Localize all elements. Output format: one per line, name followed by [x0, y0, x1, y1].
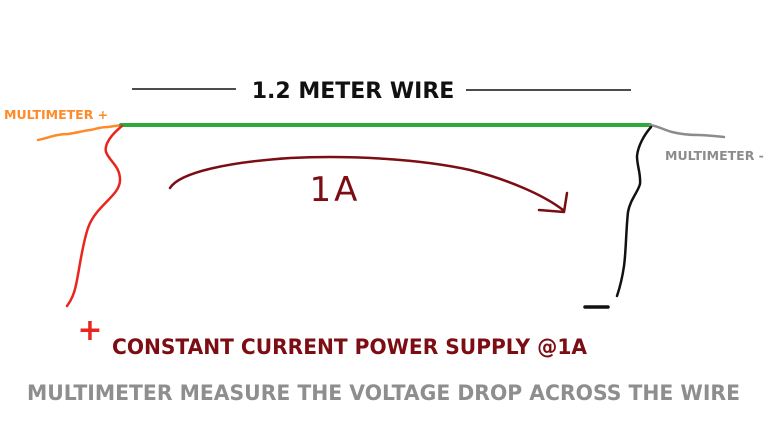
negative-supply-lead: [615, 125, 653, 298]
positive-terminal-sign: +: [77, 313, 102, 348]
current-flow-arrow: [168, 155, 565, 212]
multimeter-plus-lead: [36, 123, 124, 142]
multimeter-minus-label: MULTIMETER -: [665, 148, 764, 163]
current-value-label: 1A: [310, 170, 361, 210]
power-supply-label: CONSTANT CURRENT POWER SUPPLY @1A: [112, 335, 588, 359]
current-flow-arrowhead: [537, 191, 569, 214]
multimeter-minus-lead: [648, 123, 726, 139]
caption: MULTIMETER MEASURE THE VOLTAGE DROP ACRO…: [27, 381, 740, 405]
wire-length-title: 1.2 METER WIRE: [252, 79, 455, 104]
multimeter-plus-label: MULTIMETER +: [4, 107, 108, 122]
positive-supply-lead: [65, 124, 124, 308]
